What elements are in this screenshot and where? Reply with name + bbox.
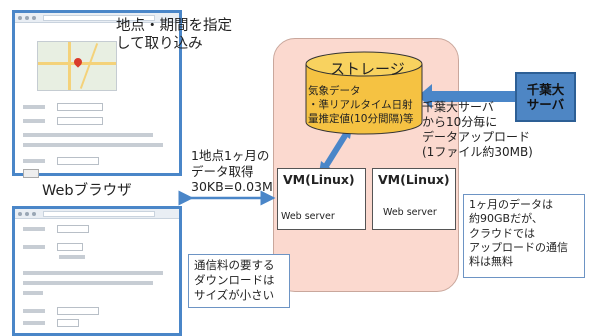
select-location-period-caption: 地点・期間を指定 して取り込み	[116, 18, 232, 53]
storage-title: ストレージ	[330, 60, 405, 78]
browser-toolbar	[15, 209, 179, 219]
upload-cost-note: 1ヶ月のデータは 約90GBだが、 クラウドでは アップロードの通信 料は無料	[463, 194, 585, 278]
download-size-note: 通信料の要する ダウンロードは サイズが小さい	[188, 254, 290, 308]
vm-linux-left: VM(Linux) Web server	[277, 168, 366, 230]
vm-linux-right: VM(Linux) Web server	[372, 168, 456, 230]
upload-arrow	[418, 84, 516, 109]
browser-toolbar	[15, 13, 179, 23]
browser-screenshot-top	[12, 10, 182, 178]
map-preview	[37, 41, 117, 91]
vm-service: Web server	[383, 207, 437, 218]
web-browser-label: Webブラウザ	[42, 183, 132, 199]
chiba-university-server: 千葉大 サーバ	[515, 72, 576, 122]
vm-title: VM(Linux)	[283, 172, 355, 187]
browser-screenshot-bottom	[12, 206, 182, 336]
vm-title: VM(Linux)	[378, 172, 450, 187]
storage-cylinder	[305, 51, 423, 135]
upload-description: 千葉大サーバ から10分毎に データアップロード (1ファイル約30MB)	[422, 100, 533, 159]
storage-contents: 気象データ ・準リアルタイム日射 量推定値(10分間隔)等	[308, 85, 414, 126]
vm-service: Web server	[281, 211, 335, 222]
